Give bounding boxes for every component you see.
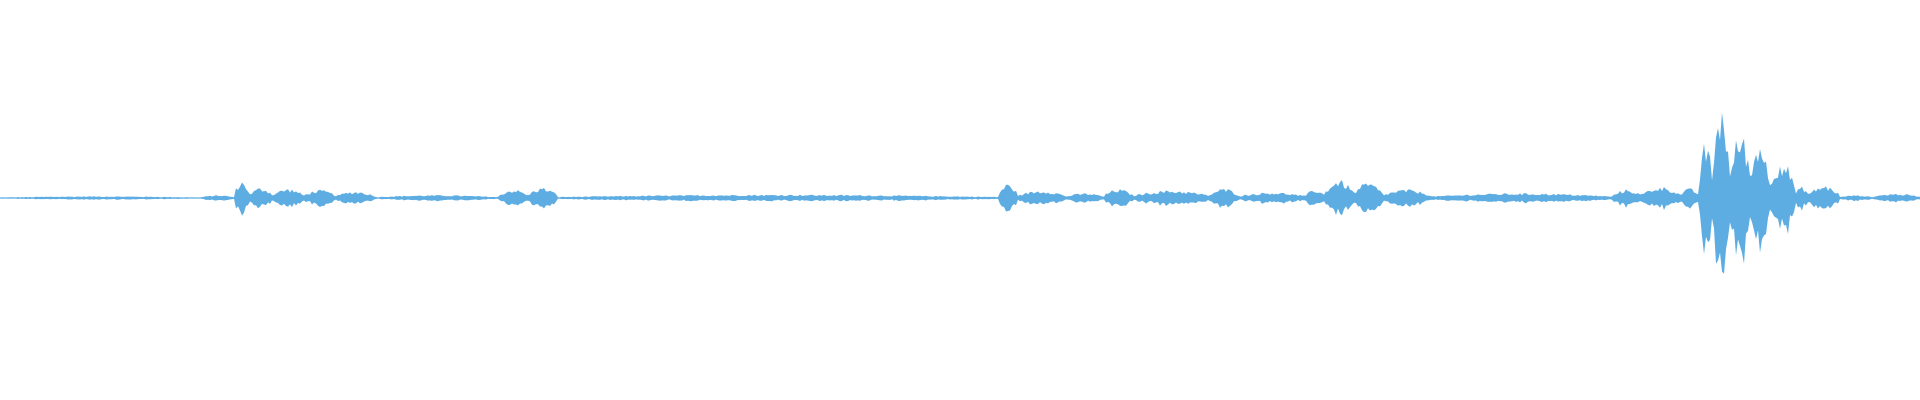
waveform-shape [0, 112, 1920, 274]
